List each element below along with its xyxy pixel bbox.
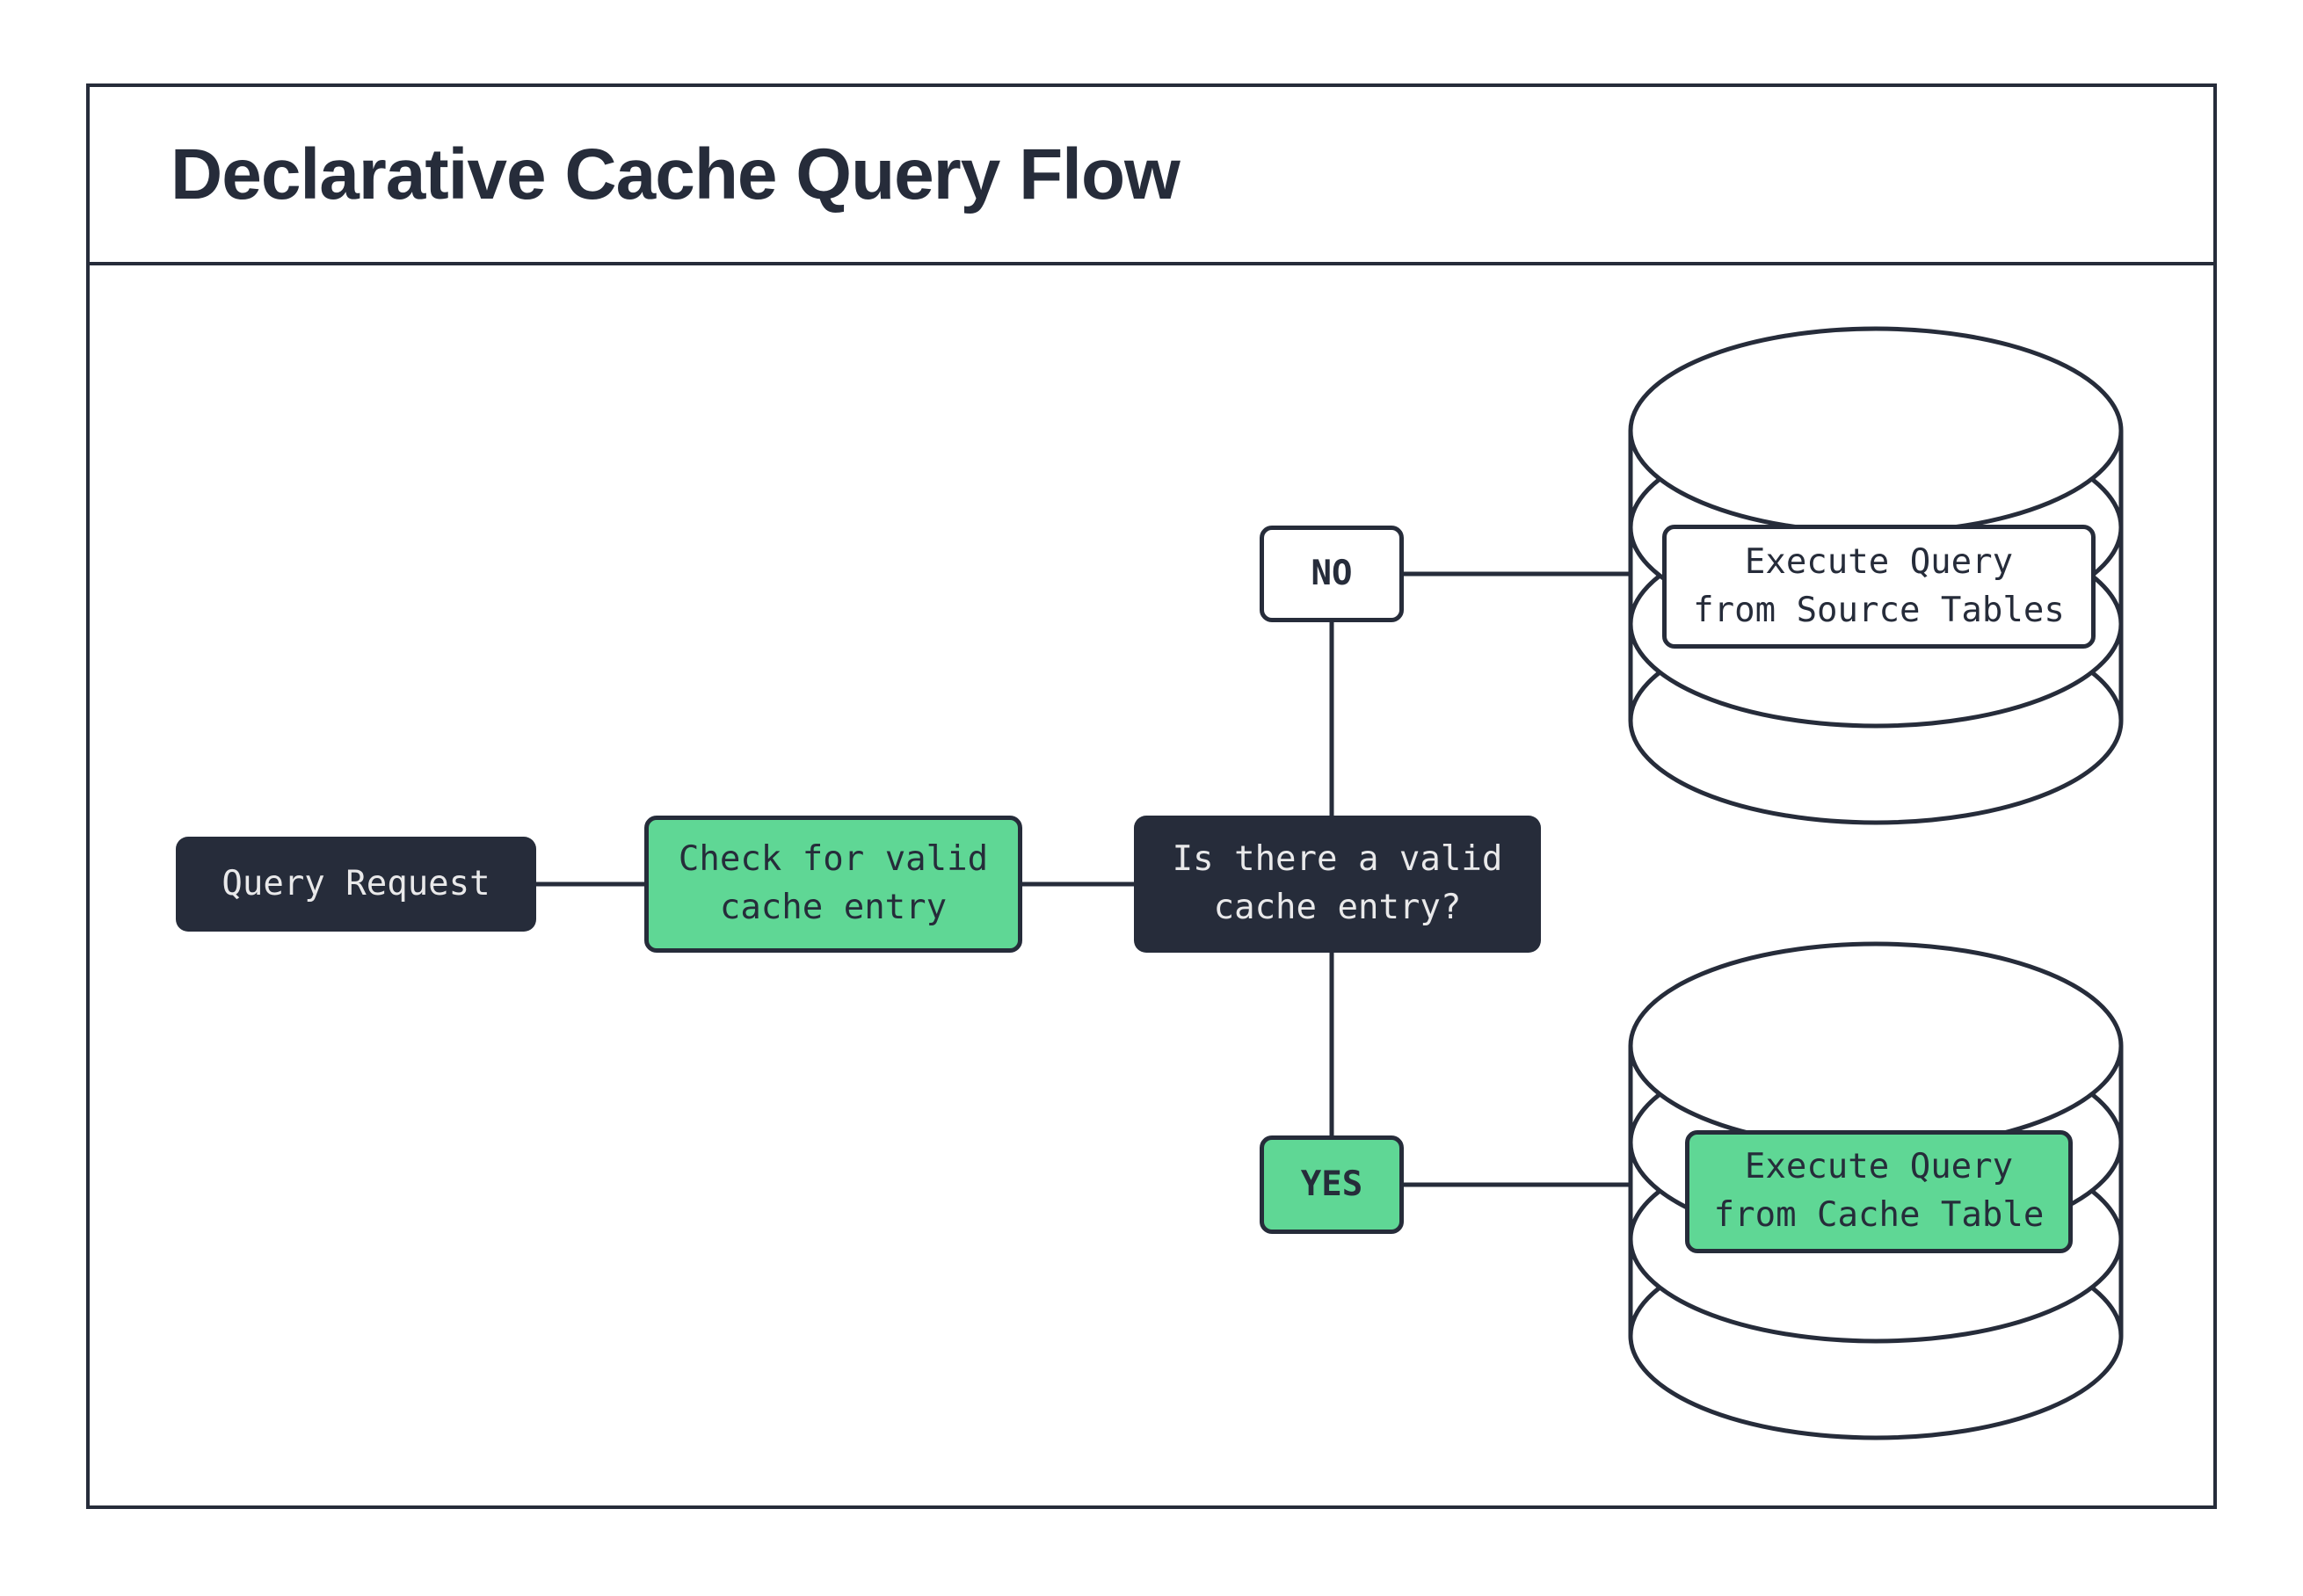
connector-lines [536, 571, 1632, 1187]
node-execute-source-tables: Execute Query from Source Tables [1662, 525, 2096, 649]
title-bar: Declarative Cache Query Flow [90, 87, 2213, 265]
node-branch-yes: YES [1260, 1135, 1404, 1234]
node-check-cache: Check for valid cache entry [644, 816, 1022, 953]
node-query-request: Query Request [176, 837, 536, 932]
cylinder-top-disk [1628, 326, 2124, 535]
node-decision-valid-cache: Is there a valid cache entry? [1134, 816, 1541, 953]
page-title: Declarative Cache Query Flow [171, 134, 1181, 214]
node-execute-cache-table: Execute Query from Cache Table [1685, 1130, 2073, 1253]
node-branch-no: NO [1260, 526, 1404, 622]
diagram-frame: Declarative Cache Query Flow [86, 83, 2217, 1509]
cylinder-top-disk [1628, 941, 2124, 1150]
